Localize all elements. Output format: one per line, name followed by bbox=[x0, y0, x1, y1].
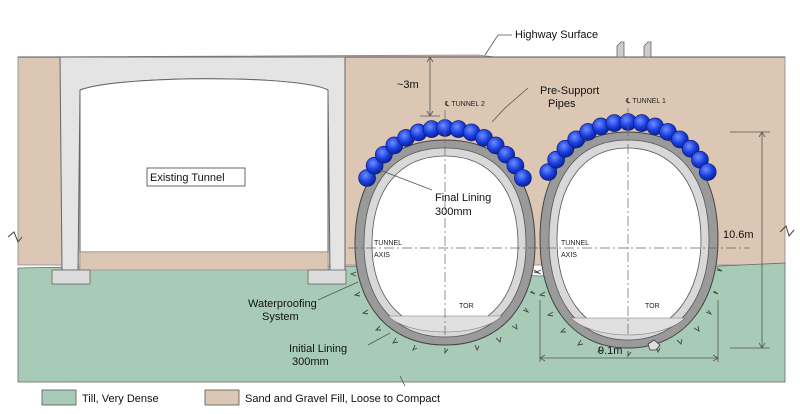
legend-swatch-till bbox=[41, 389, 77, 406]
pre-support-label-line2: Pipes bbox=[548, 98, 576, 110]
tunnel-1 bbox=[534, 131, 723, 358]
pre-support-pipe bbox=[698, 163, 717, 181]
legend-label-till: Till, Very Dense bbox=[82, 393, 159, 405]
tunnel-axis-right-line2: AXIS bbox=[561, 252, 577, 259]
waterproofing-label-line1: Waterproofing bbox=[248, 298, 317, 310]
tunnel-axis-left-line2: AXIS bbox=[374, 252, 390, 259]
final-lining-label-line2: 300mm bbox=[435, 206, 472, 218]
existing-tunnel-label: Existing Tunnel bbox=[150, 172, 225, 184]
tunnel-1-centerline-label: ℄ TUNNEL 1 bbox=[625, 98, 666, 105]
tor-right-label: TOR bbox=[645, 303, 660, 310]
width-dimension-label: 9.1m bbox=[598, 345, 622, 357]
initial-lining-label-line2: 300mm bbox=[292, 356, 329, 368]
cover-depth-label: ~3m bbox=[397, 79, 419, 91]
highway-post-1 bbox=[616, 41, 625, 58]
waterproofing-label-line2: System bbox=[262, 311, 299, 323]
existing-tunnel-structure bbox=[51, 56, 347, 285]
highway-surface-label: Highway Surface bbox=[515, 29, 598, 41]
legend: Till, Very Dense Sand and Gravel Fill, L… bbox=[41, 389, 440, 406]
legend-label-fill: Sand and Gravel Fill, Loose to Compact bbox=[245, 393, 440, 405]
tunnel-2-centerline-label: ℄ TUNNEL 2 bbox=[444, 101, 485, 108]
pre-support-pipe bbox=[514, 169, 532, 187]
height-dimension-label: 10.6m bbox=[723, 229, 754, 241]
initial-lining-label-line1: Initial Lining bbox=[289, 343, 347, 355]
tunnel-axis-left-line1: TUNNEL bbox=[374, 240, 402, 247]
pre-support-label-line1: Pre-Support bbox=[540, 85, 599, 97]
tunnel-axis-right-line1: TUNNEL bbox=[561, 240, 589, 247]
highway-post-2 bbox=[643, 41, 652, 58]
tor-left-label: TOR bbox=[459, 303, 474, 310]
legend-swatch-fill bbox=[204, 389, 240, 406]
final-lining-label-line1: Final Lining bbox=[435, 192, 491, 204]
pre-support-pipes-tunnel-1 bbox=[539, 113, 717, 181]
